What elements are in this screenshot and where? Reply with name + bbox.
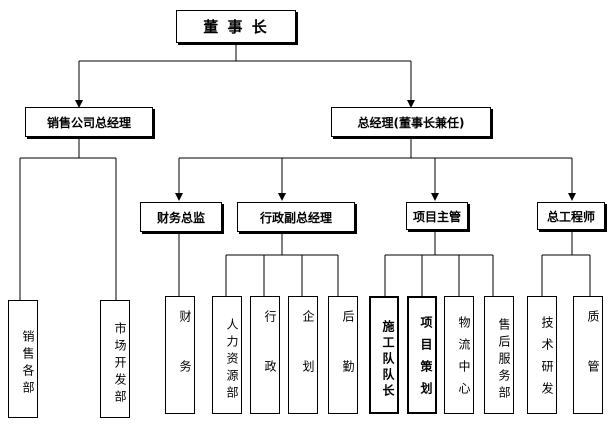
sales-departments-box: 销售各部 <box>8 300 38 418</box>
finance-director-box: 财务总监 <box>140 202 222 232</box>
general-manager-box: 总经理(董事长兼任) <box>331 107 491 137</box>
administration-dept-box: 行政 <box>250 296 280 414</box>
tech-rnd-box: 技术研发 <box>527 296 557 414</box>
sales-company-gm-box: 销售公司总经理 <box>25 107 153 137</box>
chief-engineer-box: 总工程师 <box>537 202 605 230</box>
logistics-support-dept-box: 后勤 <box>328 296 358 414</box>
planning-dept-box: 企划 <box>288 296 318 414</box>
admin-vp-box: 行政副总经理 <box>237 202 355 232</box>
logistics-center-box: 物流中心 <box>444 296 474 414</box>
after-sales-service-dept-box: 售后服务部 <box>484 296 514 414</box>
finance-dept-box: 财务 <box>165 296 195 414</box>
project-planning-box: 项目策划 <box>407 296 437 414</box>
quality-control-box: 质管 <box>573 296 603 414</box>
marketing-development-dept-box: 市场开发部 <box>100 300 130 418</box>
project-supervisor-box: 项目主管 <box>406 202 468 230</box>
hr-dept-box: 人力资源部 <box>212 296 242 414</box>
construction-team-leader-box: 施工队队长 <box>369 296 399 414</box>
chairman-box: 董 事 长 <box>176 10 296 43</box>
